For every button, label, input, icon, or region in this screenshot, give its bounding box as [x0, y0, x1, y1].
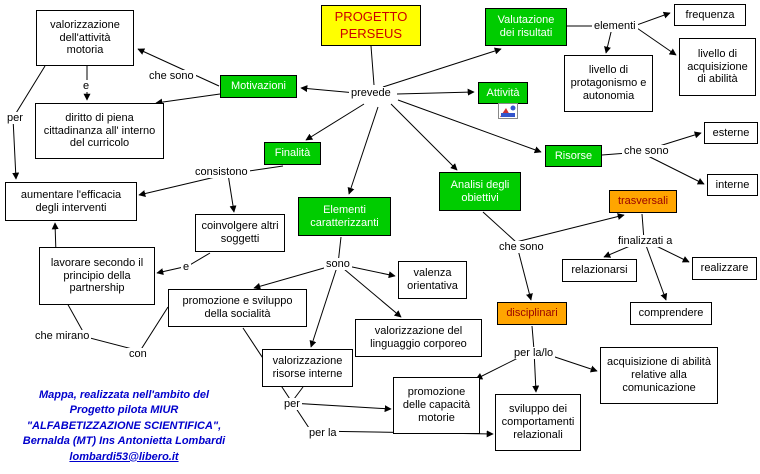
edge-label-con: con [127, 348, 149, 360]
attivita-clipart-icon [498, 103, 518, 122]
node-analisi-obiettivi: Analisi degli obiettivi [439, 172, 521, 211]
node-progetto-perseus: PROGETTO PERSEUS [321, 5, 421, 46]
edge-sono-risorseinterne [309, 263, 339, 348]
edge-finalizzati-comprendere [643, 239, 668, 301]
edge-title-stem [370, 45, 375, 86]
edge-label-elementi: elementi [592, 20, 638, 32]
node-realizzare: realizzare [692, 257, 757, 280]
node-valorizzazione-attivita-motoria: valorizzazione dell'attività motoria [36, 10, 134, 66]
edge-analisi-chesono-stem [482, 211, 517, 243]
edge-label-e-coinvolgere: e [181, 261, 192, 273]
node-elementi-caratterizzanti: Elementi caratterizzanti [298, 197, 391, 236]
edge-elementi-frequenza [633, 11, 671, 27]
edge-consistono-coinvolgere [227, 173, 237, 213]
node-valorizzazione-risorse: valorizzazione risorse interne [262, 349, 353, 387]
edge-label-sono: sono [324, 258, 352, 270]
edge-prevede-finalita [305, 103, 365, 141]
node-acquisizione-abilita: acquisizione di abilità relative alla co… [600, 347, 718, 404]
edge-label-e-valorizzazione: e [81, 80, 92, 92]
edge-prevede-motivazioni [300, 85, 357, 94]
node-promozione-capacita: promozione delle capacità motorie [393, 377, 480, 434]
node-valorizzazione-linguaggio: valorizzazione del linguaggio corporeo [355, 319, 482, 357]
edge-per-capacita [290, 386, 392, 413]
node-frequenza: frequenza [674, 4, 746, 26]
edge-prevede-elementi [347, 106, 379, 195]
edge-motivazioni-diritto [155, 93, 221, 106]
edge-elementi-acquisizione [633, 25, 677, 56]
edge-label-per-la-lo: per la/lo [512, 347, 556, 359]
node-aumentare-efficacia: aumentare l'efficacia degli interventi [5, 182, 137, 221]
edge-disciplinari-perlalo-stem [531, 325, 535, 351]
edge-prevede-valutazione [382, 47, 502, 88]
edge-label-prevede: prevede [349, 87, 393, 99]
node-valenza-orientativa: valenza orientativa [398, 261, 467, 299]
edge-label-finalizzati-a: finalizzati a [616, 235, 675, 247]
edge-label-consistono: consistono [193, 166, 250, 178]
edge-motivazioni-valorizzazione [137, 48, 220, 87]
node-esterne: esterne [704, 122, 758, 144]
edge-chesono-trasversali [515, 213, 625, 243]
edge-sono-linguaggio [337, 263, 402, 318]
node-valutazione-risultati: Valutazione dei risultati [485, 8, 567, 46]
edge-chesono-interne [639, 151, 705, 185]
node-risorse: Risorse [545, 145, 602, 167]
credits-email-link[interactable]: lombardi53@libero.it [69, 450, 179, 463]
node-interne: interne [707, 174, 758, 196]
edge-label-che-sono-obiettivi: che sono [497, 241, 546, 253]
node-promozione-socialita: promozione e sviluppo della socialità [168, 289, 307, 327]
edge-label-per-risorse: per [282, 398, 302, 410]
node-diritto-cittadinanza: diritto di piena cittadinanza all' inter… [35, 103, 164, 159]
edge-prevede-analisi [390, 103, 458, 171]
edge-prevede-attivita [396, 88, 475, 96]
node-disciplinari: disciplinari [497, 302, 567, 325]
node-livello-acquisizione: livello di acquisizione di abilità [679, 38, 756, 96]
edge-elementi-protagonismo [604, 27, 613, 54]
credits-line-4: Bernalda (MT) Ins Antonietta Lombardi [22, 435, 226, 448]
node-motivazioni: Motivazioni [220, 75, 297, 98]
credits-line-3: "ALFABETIZZAZIONE SCIENTIFICA", [26, 419, 222, 432]
credits-line-2: Progetto pilota MIUR [69, 404, 179, 417]
credits-block: Mappa, realizzata nell'ambito del Proget… [8, 388, 240, 465]
credits-line-1: Mappa, realizzata nell'ambito del [38, 389, 210, 401]
node-comprendere: comprendere [630, 302, 712, 325]
edge-label-per-la: per la [307, 427, 339, 439]
edge-label-che-sono-risorse: che sono [622, 145, 671, 157]
node-sviluppo-comportamenti: sviluppo dei comportamenti relazionali [495, 394, 581, 451]
edge-label-che-sono-motivazioni: che sono [147, 70, 196, 82]
node-livello-protagonismo: livello di protagonismo e autonomia [564, 55, 653, 112]
node-relazionarsi: relazionarsi [562, 259, 637, 282]
edge-label-per-sinistra: per [5, 112, 25, 124]
edge-prevede-risorse [397, 99, 542, 154]
node-lavorare-partnership: lavorare secondo il principio della part… [39, 247, 155, 305]
node-finalita: Finalità [264, 142, 321, 165]
node-attivita: Attività [478, 82, 528, 104]
node-coinvolgere-soggetti: coinvolgere altri soggetti [195, 214, 285, 252]
node-trasversali: trasversali [609, 190, 677, 213]
edge-label-che-mirano: che mirano [33, 330, 92, 342]
